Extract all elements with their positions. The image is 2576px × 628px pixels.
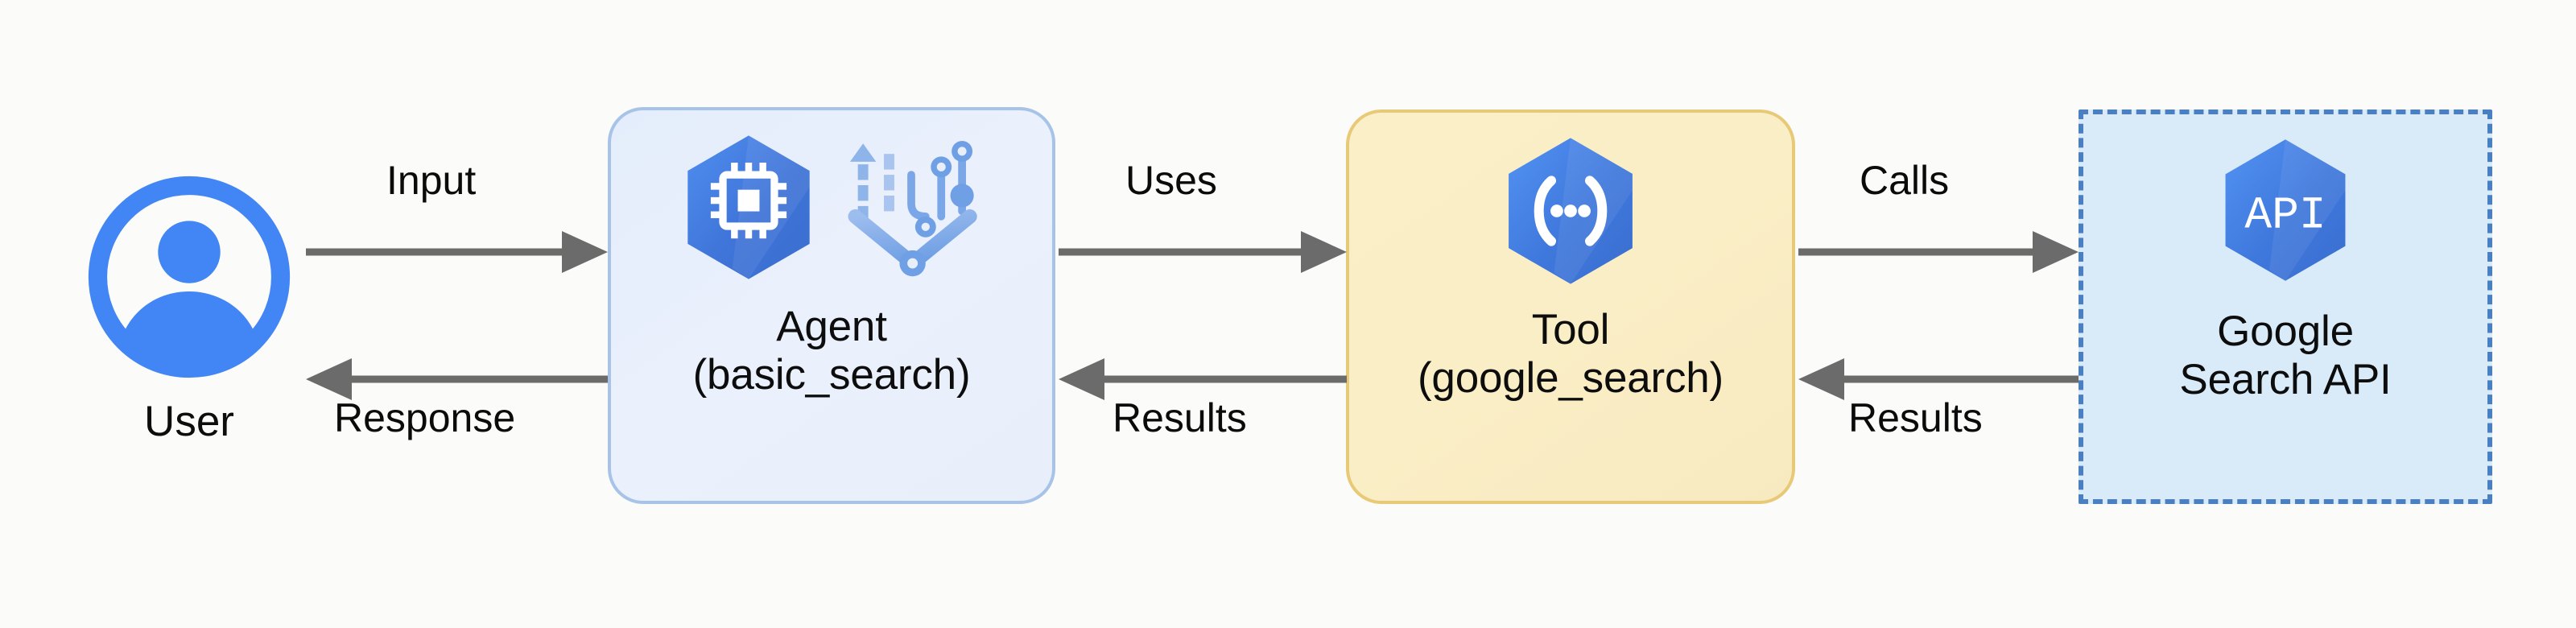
edge-label-uses: Uses — [1125, 158, 1217, 203]
api-hexagon-text: API — [2244, 190, 2326, 242]
edge-label-input: Input — [386, 158, 477, 203]
node-user[interactable]: User — [48, 173, 330, 446]
edge-label-results-tool: Results — [1113, 395, 1247, 440]
user-avatar-icon — [85, 173, 293, 381]
tool-icon-row — [1501, 135, 1640, 287]
node-tool-label: Tool (google_search) — [1417, 306, 1724, 403]
node-agent-label: Agent (basic_search) — [692, 303, 971, 399]
node-tool[interactable]: Tool (google_search) — [1346, 109, 1795, 504]
edge-label-response: Response — [334, 395, 516, 440]
edge-label-calls: Calls — [1860, 158, 1950, 203]
node-agent[interactable]: Agent (basic_search) — [608, 107, 1055, 504]
agent-workflow-icon — [840, 133, 983, 282]
agent-icon-row — [680, 133, 983, 282]
cpu-hexagon-icon — [680, 133, 817, 282]
api-hexagon-icon: API — [2219, 137, 2352, 283]
edge-label-results-api: Results — [1848, 395, 1983, 440]
code-brackets-hexagon-icon — [1501, 135, 1640, 287]
node-google-search-api[interactable]: API Google Search API — [2079, 109, 2492, 504]
node-google-search-api-label: Google Search API — [2179, 308, 2392, 404]
api-icon-row: API — [2219, 137, 2352, 283]
node-user-label: User — [144, 398, 234, 445]
